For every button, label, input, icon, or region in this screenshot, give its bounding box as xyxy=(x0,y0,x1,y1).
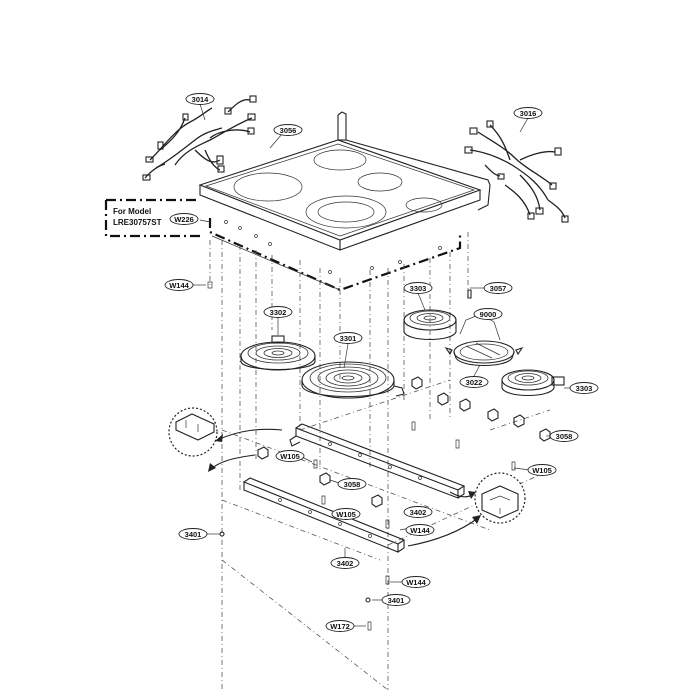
part-number: W144 xyxy=(410,526,430,535)
part-label-3058-right: 3058 xyxy=(549,430,579,442)
cooktop-glass xyxy=(198,111,491,251)
part-label-9000: 9000 xyxy=(473,308,503,320)
part-label-W226: W226 xyxy=(169,213,199,225)
dual-element-3022 xyxy=(444,340,524,366)
part-label-3402-lower: 3402 xyxy=(330,557,360,569)
part-number: W144 xyxy=(406,578,426,587)
mounting-clips xyxy=(207,281,551,631)
part-number: 3056 xyxy=(280,126,297,135)
part-number: W105 xyxy=(336,510,356,519)
part-number: 3303 xyxy=(576,384,593,393)
part-label-W144-top: W144 xyxy=(164,279,194,291)
part-number: W105 xyxy=(532,466,552,475)
part-number: 3058 xyxy=(344,480,361,489)
part-label-3402-upper: 3402 xyxy=(403,506,433,518)
part-label-3056: 3056 xyxy=(273,124,303,136)
part-label-W105-right: W105 xyxy=(527,464,557,476)
part-label-3057: 3057 xyxy=(483,282,513,294)
model-note-line2: LRE30757ST xyxy=(113,218,162,227)
part-number: 3301 xyxy=(340,334,357,343)
part-number: 9000 xyxy=(480,310,497,319)
wire-harness-right xyxy=(464,120,569,223)
support-bracket-upper xyxy=(289,423,466,499)
radiant-element-3301 xyxy=(301,361,405,399)
support-bracket-lower xyxy=(243,477,406,553)
wire-harness-left xyxy=(142,95,257,181)
part-number: 3016 xyxy=(520,109,537,118)
part-number: 3402 xyxy=(410,508,427,517)
part-label-3301: 3301 xyxy=(333,332,363,344)
part-label-3302: 3302 xyxy=(263,306,293,318)
part-number: 3401 xyxy=(185,530,202,539)
part-number: 3302 xyxy=(270,308,287,317)
part-number: 3014 xyxy=(192,95,210,104)
model-note-line1: For Model xyxy=(113,207,151,216)
part-label-W144-mid: W144 xyxy=(405,524,435,536)
part-number: 3401 xyxy=(388,596,405,605)
part-number: W144 xyxy=(169,281,189,290)
detail-callout-right xyxy=(407,472,526,547)
part-number: 3303 xyxy=(410,284,427,293)
radiant-element-3303-lower xyxy=(501,369,565,396)
part-number: W105 xyxy=(280,452,300,461)
part-label-W105-mid: W105 xyxy=(331,508,361,520)
part-label-W105-left: W105 xyxy=(275,450,305,462)
radiant-element-3302 xyxy=(240,335,316,371)
model-trim-frame xyxy=(104,198,462,292)
part-label-W144-bottom: W144 xyxy=(401,576,431,588)
radiant-element-3303-upper xyxy=(403,309,457,340)
part-number: W226 xyxy=(174,215,194,224)
part-number: 3057 xyxy=(490,284,507,293)
assembly-guide-lines xyxy=(209,232,551,691)
part-number: 3058 xyxy=(556,432,573,441)
part-label-3016: 3016 xyxy=(513,107,543,119)
part-label-3058-mid: 3058 xyxy=(337,478,367,490)
part-label-W172: W172 xyxy=(325,620,355,632)
part-number: 3402 xyxy=(337,559,354,568)
part-number: 3022 xyxy=(466,378,483,387)
part-label-3014: 3014 xyxy=(185,93,215,105)
part-label-3303-lower: 3303 xyxy=(569,382,599,394)
part-label-3401-left: 3401 xyxy=(178,528,208,540)
model-note: For Model LRE30757ST xyxy=(113,207,162,227)
part-label-3022: 3022 xyxy=(459,376,489,388)
detail-callout-left xyxy=(168,407,283,472)
part-label-3401-bottom: 3401 xyxy=(381,594,411,606)
part-label-3303-upper: 3303 xyxy=(403,282,433,294)
part-number: W172 xyxy=(330,622,350,631)
